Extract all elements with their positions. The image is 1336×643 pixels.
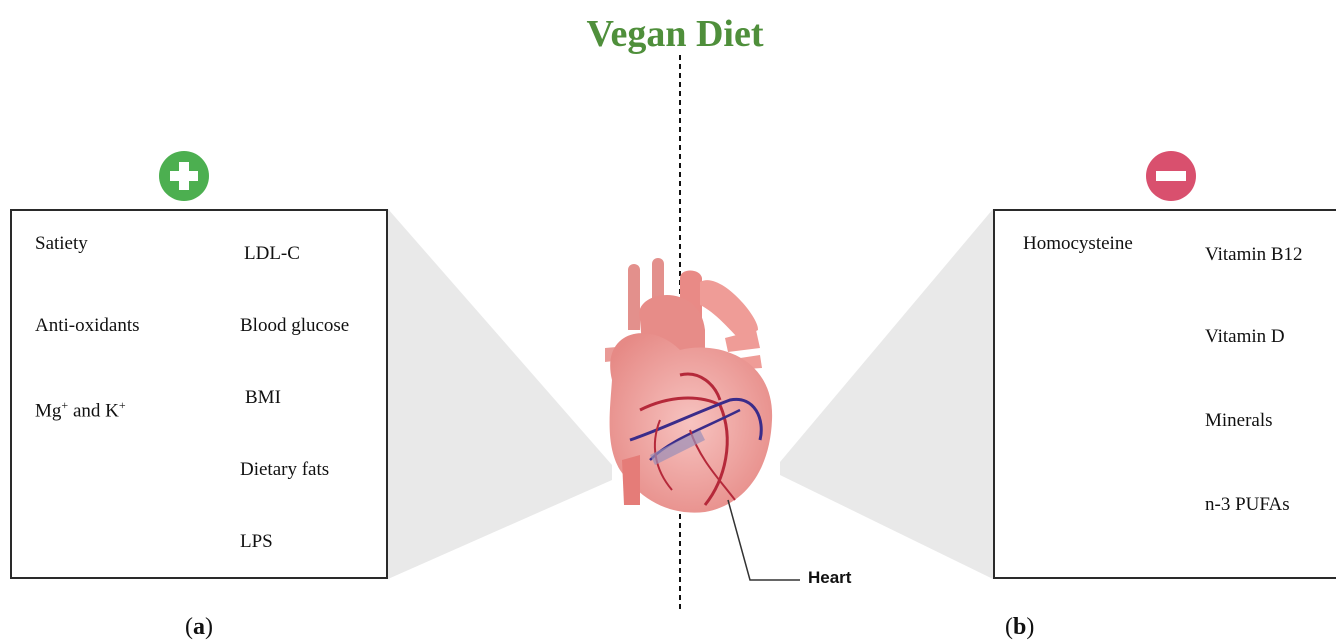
label-lps: LPS — [240, 531, 273, 553]
label-n3-pufas: n-3 PUFAs — [1205, 494, 1290, 516]
label-vitamin-d: Vitamin D — [1205, 326, 1285, 348]
label-blood-glucose: Blood glucose — [240, 315, 349, 337]
diagram-title: Vegan Diet — [0, 12, 1336, 56]
label-bmi: BMI — [245, 387, 281, 409]
caption-b: (b) — [1005, 614, 1034, 641]
label-minerals: Minerals — [1205, 410, 1273, 432]
panel-benefits — [10, 209, 388, 579]
label-and-k: and K — [73, 400, 119, 421]
label-dietary-fats: Dietary fats — [240, 459, 329, 481]
label-mg: Mg — [35, 400, 61, 421]
minus-icon — [1146, 151, 1196, 201]
plus-icon — [159, 151, 209, 201]
label-antioxidants: Anti-oxidants — [35, 315, 140, 337]
zoom-wedge-left — [388, 209, 612, 579]
label-homocysteine: Homocysteine — [1023, 233, 1133, 255]
caption-a: (a) — [185, 614, 213, 641]
label-ldl-c: LDL-C — [244, 243, 300, 265]
label-mg-k: Mg+ and K+ — [35, 398, 126, 422]
label-vitamin-b12: Vitamin B12 — [1205, 244, 1303, 266]
label-satiety: Satiety — [35, 233, 88, 255]
heart-icon — [605, 258, 772, 513]
zoom-wedge-right — [780, 209, 993, 579]
heart-label: Heart — [808, 568, 851, 588]
heart-pointer-line — [728, 500, 800, 580]
